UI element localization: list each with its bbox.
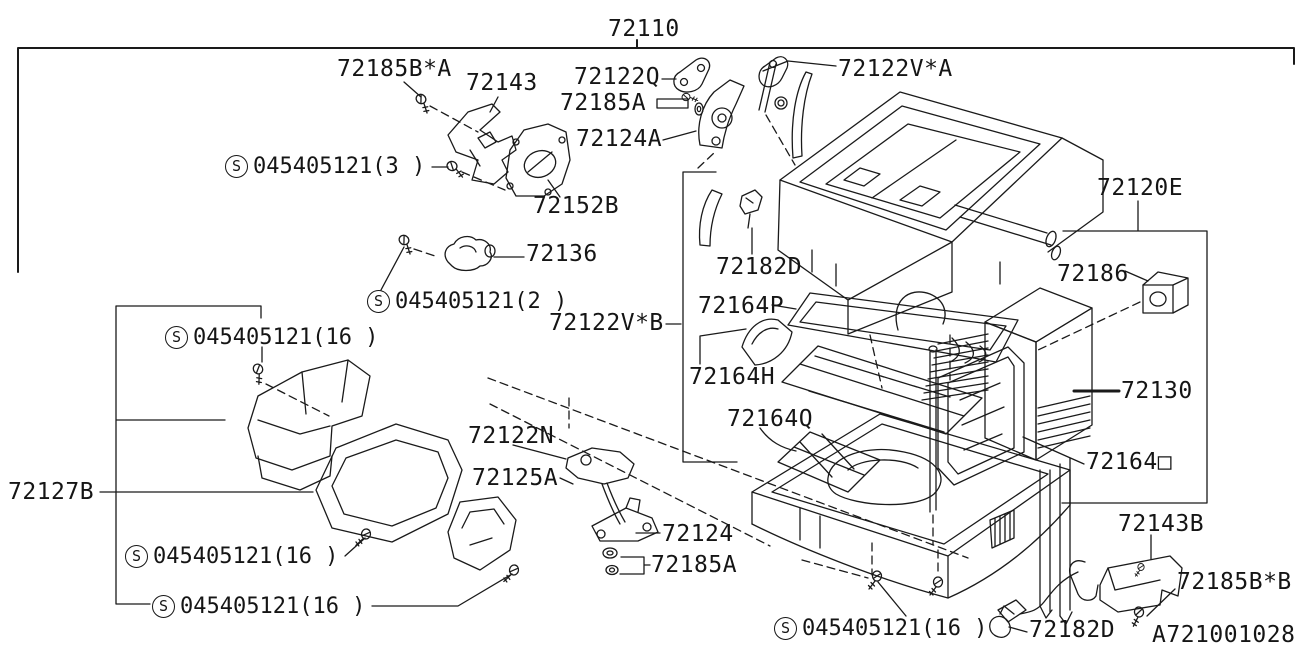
part-label-72122N: 72122N [468,423,555,449]
part-upper-heater-case [777,91,1104,335]
part-label-72185A-top: 72185A [560,90,647,116]
part-label-72143B: 72143B [1118,511,1205,537]
part-72186-box [1142,271,1189,314]
drawing-code: A721001028 [1152,622,1296,648]
part-label-72143: 72143 [466,70,538,96]
part-72122Q-lever [673,57,711,93]
s-symbol-icon: S [165,326,188,349]
part-label-72110: 72110 [608,16,680,42]
part-label-72127B: 72127B [8,479,95,505]
screw-code: 045405121(16 ) [153,543,339,569]
part-label-72185B-A: 72185B*A [337,56,452,82]
alignment-dashes [265,105,1141,579]
part-72143-bracket [447,103,517,185]
part-label-72186: 72186 [1057,261,1129,287]
part-72152B-plate [505,123,571,197]
screw-code: 045405121(16 ) [180,593,366,619]
part-72185A-pin [656,98,704,116]
screw-label-2x: S 045405121(2 ) [367,290,567,313]
part-label-72152B: 72152B [533,193,620,219]
part-72164P-frame [787,292,1019,364]
screw-label-16x-c: S 045405121(16 ) [152,595,365,618]
part-label-72164Q: 72164Q [727,406,814,432]
part-72185A-washers [602,547,619,576]
part-72124-lever [591,497,659,542]
screw-code: 045405121(16 ) [802,615,988,641]
part-72136-sensor [444,235,496,272]
part-label-72182D-bottom: 72182D [1029,617,1116,643]
bracket-72120E [1061,200,1208,504]
screw-code: 045405121(3 ) [253,153,426,179]
screw-code: 045405121(2 ) [395,288,568,314]
s-symbol-icon: S [367,290,390,313]
bracket-72122VB [665,171,738,463]
part-label-72164-box: 72164□ [1086,449,1173,475]
part-72143B-bracket [1069,555,1183,613]
part-label-72122V-B: 72122V*B [549,310,664,336]
part-label-72185B-B: 72185B*B [1177,569,1292,595]
part-label-72130: 72130 [1121,378,1193,404]
part-lower-heater-case [751,413,1073,625]
s-symbol-icon: S [225,155,248,178]
part-72127B-assembly [247,359,517,571]
part-label-72164P: 72164P [698,293,785,319]
part-label-72122Q: 72122Q [574,64,661,90]
s-symbol-icon: S [152,595,175,618]
frame-bracket-72110 [17,39,1295,273]
screw-label-16x-d: S 045405121(16 ) [774,617,987,640]
part-label-72124: 72124 [662,521,734,547]
part-72125A-bracket [565,447,635,525]
part-link-rod [758,56,813,159]
part-label-72125A: 72125A [472,465,559,491]
part-72124A-lever [698,79,745,247]
s-symbol-icon: S [125,545,148,568]
part-label-72120E: 72120E [1097,175,1184,201]
part-72164H-flap [741,318,793,366]
part-72164-filter [928,345,1025,513]
part-label-72136: 72136 [526,241,598,267]
screw-label-3x: S 045405121(3 ) [225,155,425,178]
part-label-72122V-A: 72122V*A [838,56,953,82]
screw-label-16x-a: S 045405121(16 ) [165,326,378,349]
part-label-72185A-mid: 72185A [651,552,738,578]
screw-code: 045405121(16 ) [193,324,379,350]
bracket-left-column [99,305,314,605]
part-harness-72182D [989,571,1079,638]
screw-label-16x-b: S 045405121(16 ) [125,545,338,568]
part-label-72182D-top: 72182D [716,254,803,280]
s-symbol-icon: S [774,617,797,640]
part-72182D-clip-top [739,189,763,229]
part-label-72164H: 72164H [689,364,776,390]
part-label-72124A: 72124A [576,126,663,152]
